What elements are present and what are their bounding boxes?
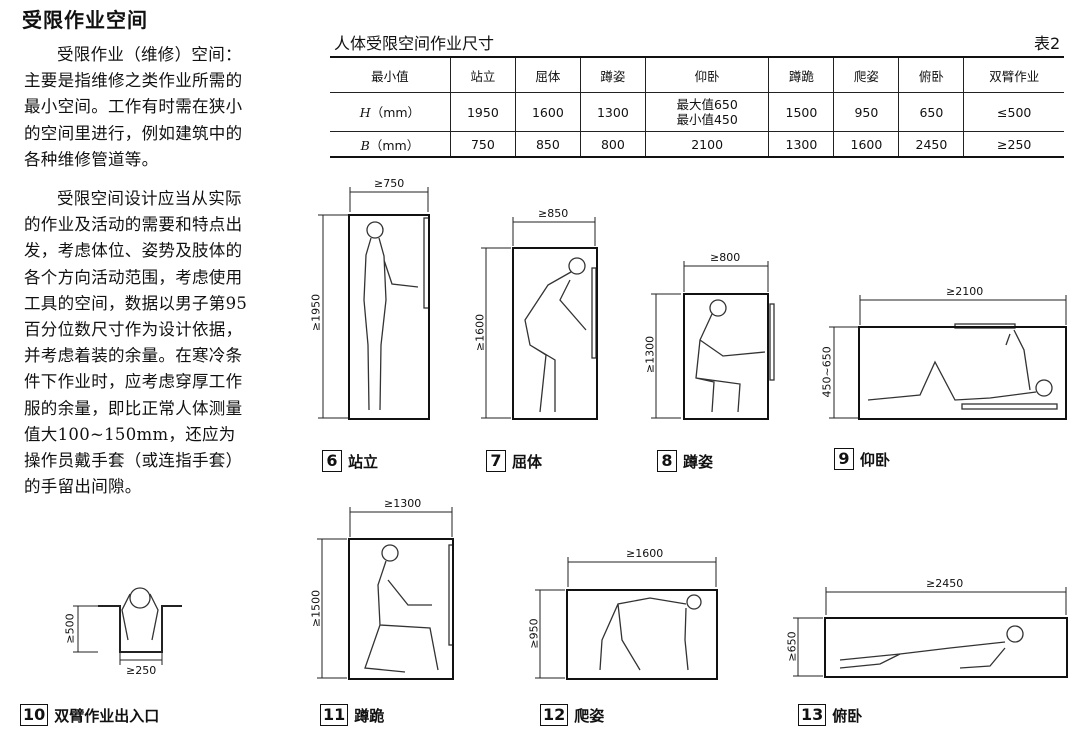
table-cell: ≥250 bbox=[963, 131, 1064, 158]
figure-label: 屈体 bbox=[512, 452, 543, 471]
figure-number: 10 bbox=[20, 704, 49, 726]
intro-paragraph-1: 受限作业（维修）空间：主要是指维修之类作业所需的最小空间。工作有时需在狭小的空间… bbox=[24, 45, 243, 169]
figure-number: 7 bbox=[486, 450, 506, 472]
height-dimension: ≥500 bbox=[63, 613, 77, 644]
figure-9-box bbox=[858, 326, 1067, 420]
header-cell: 仰卧 bbox=[644, 56, 769, 93]
figure-11-caption: 11 蹲跪 bbox=[320, 704, 384, 726]
table-cell: 1600 bbox=[833, 131, 899, 158]
figure-label: 仰卧 bbox=[860, 450, 891, 469]
figure-label: 站立 bbox=[348, 452, 379, 471]
figure-8-box bbox=[683, 293, 769, 420]
figure-13-box bbox=[824, 617, 1068, 678]
header-cell: 最小值 bbox=[330, 56, 451, 93]
table-row: B（mm） 750 850 800 2100 1300 1600 2450 ≥2… bbox=[330, 131, 1064, 158]
header-cell: 爬姿 bbox=[833, 56, 899, 93]
figure-label: 蹲跪 bbox=[354, 706, 385, 725]
width-dimension: ≥250 bbox=[126, 664, 157, 677]
header-cell: 俯卧 bbox=[898, 56, 964, 93]
figure-12-caption: 12 爬姿 bbox=[540, 704, 604, 726]
width-dimension: ≥850 bbox=[538, 207, 569, 220]
figure-13-caption: 13 俯卧 bbox=[798, 704, 862, 726]
figure-number: 8 bbox=[657, 450, 677, 472]
width-dimension: ≥800 bbox=[710, 251, 741, 264]
header-cell: 双臂作业 bbox=[963, 56, 1064, 93]
b-symbol: B bbox=[360, 137, 370, 153]
table-cell: ≤500 bbox=[963, 92, 1064, 132]
figure-label: 俯卧 bbox=[832, 706, 863, 725]
figure-number: 13 bbox=[798, 704, 827, 726]
figure-6-caption: 6 站立 bbox=[322, 450, 378, 472]
table-cell: 2100 bbox=[644, 131, 769, 158]
figure-10-caption: 10 双臂作业出入口 bbox=[20, 704, 159, 726]
height-dimension: ≥950 bbox=[527, 618, 541, 649]
table-cell: 1600 bbox=[514, 92, 581, 132]
figure-11-box bbox=[348, 538, 454, 680]
width-dimension: ≥2100 bbox=[946, 285, 984, 298]
figure-12-box bbox=[566, 589, 718, 680]
table-cell: 650 bbox=[898, 92, 964, 132]
height-dimension: ≥1300 bbox=[643, 335, 657, 374]
figure-6-box bbox=[348, 214, 430, 420]
figure-7-caption: 7 屈体 bbox=[486, 450, 542, 472]
width-dimension: ≥1600 bbox=[626, 547, 664, 560]
width-dimension: ≥2450 bbox=[926, 577, 964, 590]
height-dimension: ≥650 bbox=[785, 631, 799, 662]
height-dimension: ≥1600 bbox=[473, 313, 487, 352]
table-cell: 1500 bbox=[768, 92, 834, 132]
height-dimension: 450~650 bbox=[820, 346, 834, 398]
figure-number: 9 bbox=[834, 448, 854, 470]
figure-label: 蹲姿 bbox=[683, 452, 714, 471]
table-cell: 850 bbox=[514, 131, 581, 158]
figure-8-caption: 8 蹲姿 bbox=[657, 450, 713, 472]
page-title: 受限作业空间 bbox=[22, 8, 148, 32]
height-dimension: ≥1500 bbox=[309, 589, 323, 628]
width-dimension: ≥750 bbox=[374, 177, 405, 190]
height-dimension: ≥1950 bbox=[309, 293, 323, 332]
max-value: 最大值650 bbox=[676, 97, 738, 112]
unit-label: （mm） bbox=[369, 137, 420, 153]
table-cell: 1950 bbox=[449, 92, 516, 132]
intro-paragraph-2: 受限空间设计应当从实际的作业及活动的需要和特点出发，考虑体位、姿势及肢体的各个方… bbox=[24, 189, 248, 497]
row-label: H（mm） bbox=[330, 92, 451, 132]
dimension-table: 最小值 站立 屈体 蹲姿 仰卧 蹲跪 爬姿 俯卧 双臂作业 H（mm） 1950… bbox=[330, 56, 1064, 158]
header-cell: 屈体 bbox=[514, 56, 581, 93]
row-label: B（mm） bbox=[330, 131, 451, 158]
figure-7-box bbox=[512, 247, 598, 420]
header-cell: 站立 bbox=[449, 56, 516, 93]
table-caption: 人体受限空间作业尺寸 bbox=[334, 34, 495, 53]
figure-9-caption: 9 仰卧 bbox=[834, 448, 890, 470]
min-value: 最小值450 bbox=[676, 112, 738, 127]
table-cell: 1300 bbox=[579, 92, 646, 132]
table-cell: 1300 bbox=[768, 131, 834, 158]
figure-number: 12 bbox=[540, 704, 569, 726]
table-cell: 950 bbox=[833, 92, 899, 132]
table-label: 表2 bbox=[1034, 34, 1061, 53]
figure-label: 爬姿 bbox=[574, 706, 605, 725]
h-symbol: H bbox=[359, 104, 371, 120]
width-dimension: ≥1300 bbox=[384, 497, 422, 510]
header-cell: 蹲姿 bbox=[579, 56, 646, 93]
header-cell: 蹲跪 bbox=[768, 56, 834, 93]
figure-number: 6 bbox=[322, 450, 342, 472]
table-cell: 2450 bbox=[898, 131, 964, 158]
unit-label: （mm） bbox=[370, 104, 421, 120]
table-cell: 750 bbox=[449, 131, 516, 158]
figure-number: 11 bbox=[320, 704, 349, 726]
table-header-row: 最小值 站立 屈体 蹲姿 仰卧 蹲跪 爬姿 俯卧 双臂作业 bbox=[330, 56, 1064, 93]
figure-label: 双臂作业出入口 bbox=[54, 706, 160, 725]
table-cell: 800 bbox=[579, 131, 646, 158]
